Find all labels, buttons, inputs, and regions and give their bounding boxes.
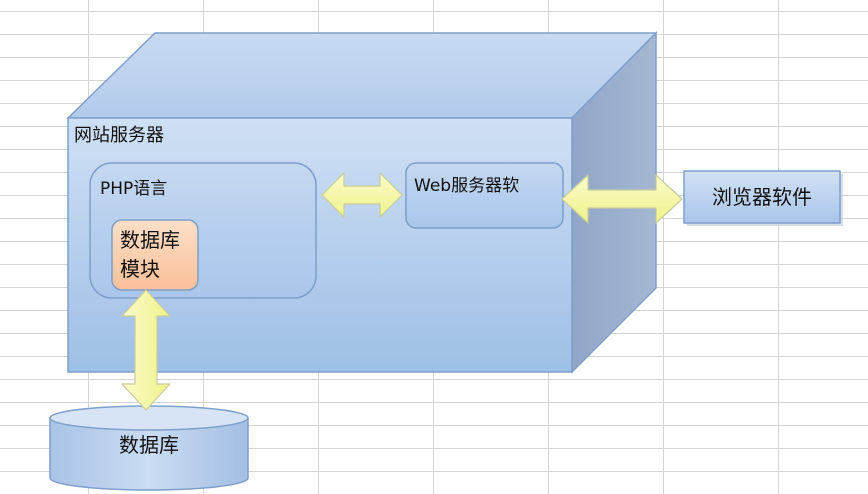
database-label: 数据库 [119,433,179,457]
web-browser-double-arrow [561,174,683,224]
db-module-label-line1: 数据库 [120,228,180,252]
db-module: 数据库 模块 [111,219,199,291]
browser-box [683,170,841,224]
module-database-double-arrow [121,289,171,411]
database-cylinder-top [49,405,249,431]
php-label: PHP语言 [100,179,167,199]
web-server-software-box [405,162,564,229]
browser-label: 浏览器软件 [712,185,812,209]
db-module-box [111,219,199,291]
web-server-software-label: Web服务器软 [414,176,519,196]
browser-software: 浏览器软件 [683,170,843,226]
server-box-top-face [66,32,658,119]
database-cylinder-body [49,417,249,491]
web-server-software: Web服务器软 [405,162,564,229]
database-cylinder: 数据库 [49,405,249,491]
db-module-label-line2: 模块 [120,257,160,281]
php-web-double-arrow [321,172,403,218]
server-label: 网站服务器 [74,125,164,146]
